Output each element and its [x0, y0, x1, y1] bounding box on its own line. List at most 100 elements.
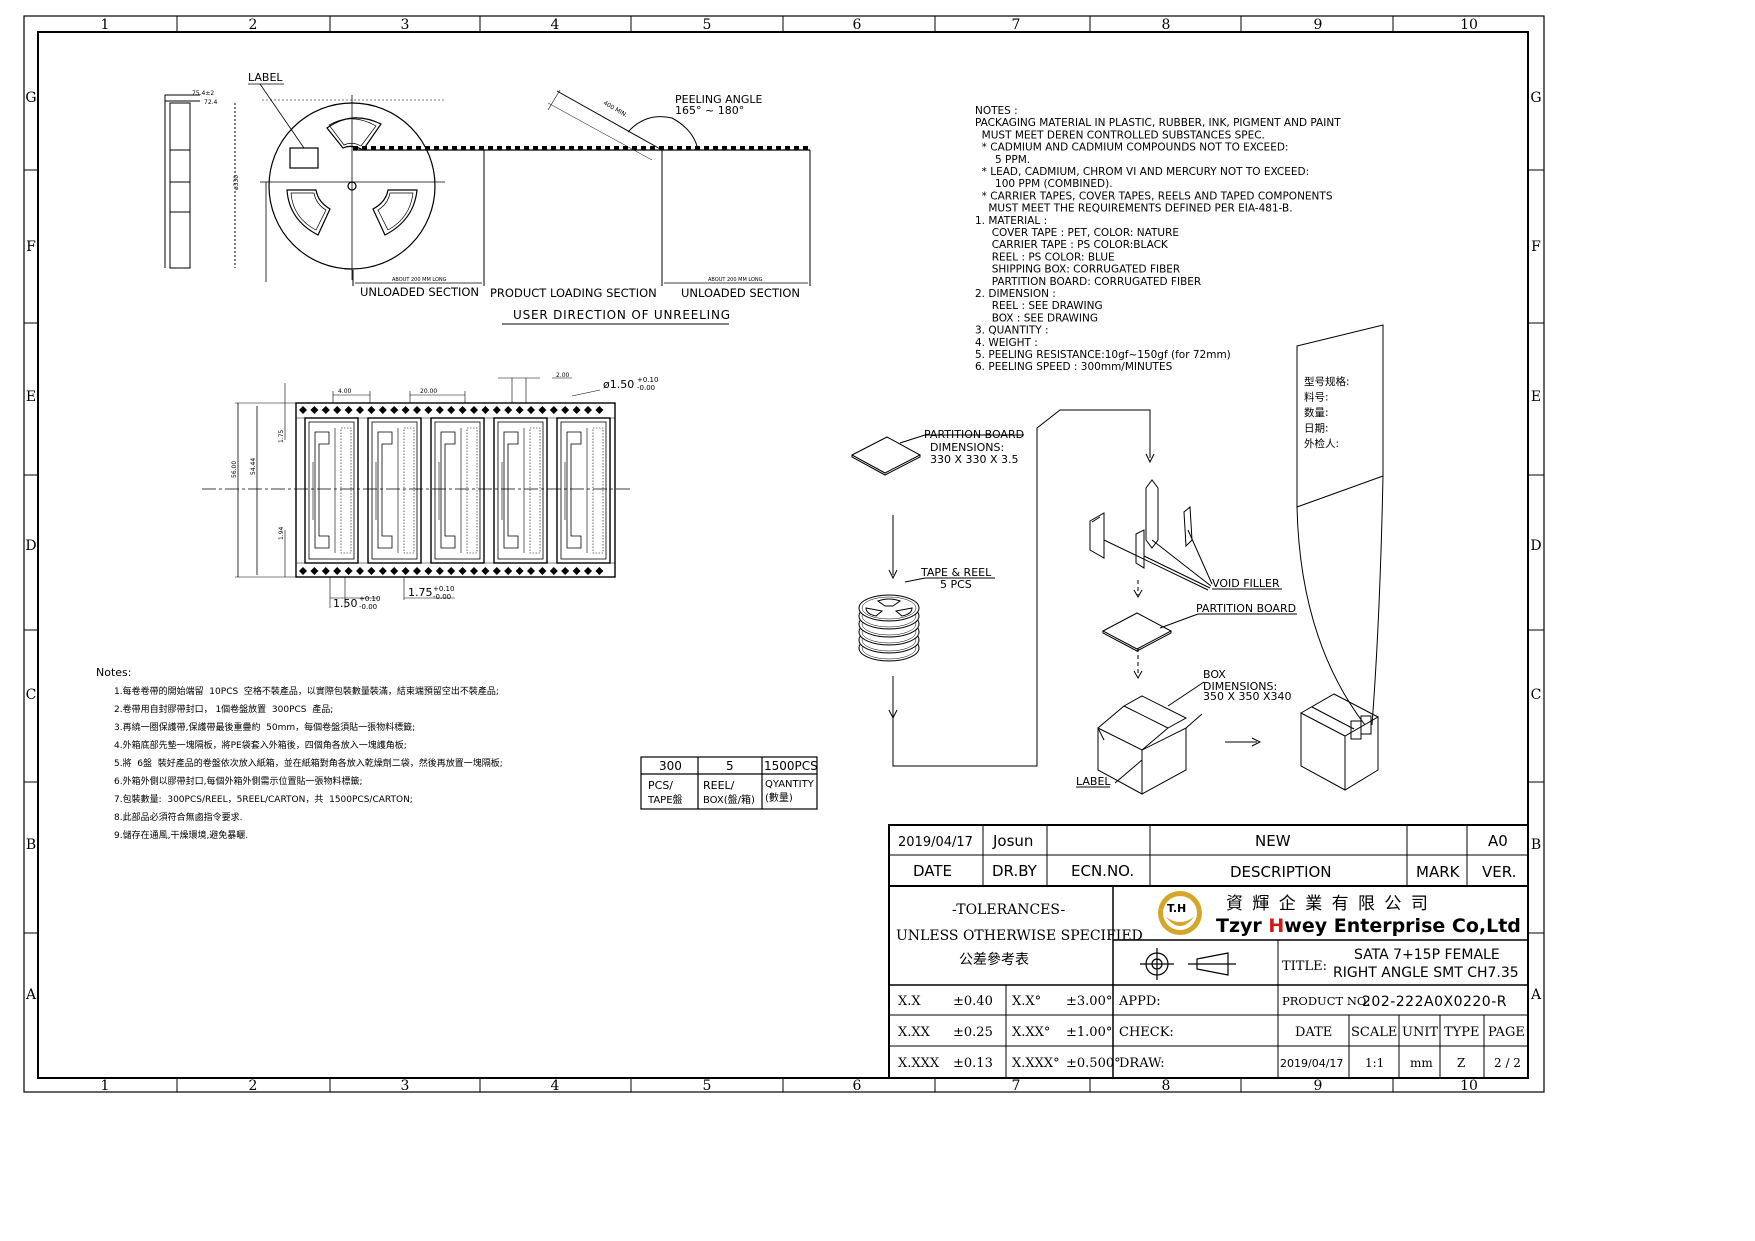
sprocket-hole	[413, 406, 421, 414]
tape-dim-2: 2.00	[556, 372, 570, 379]
box-dim: 350 X 350 X340	[1203, 690, 1292, 703]
reel-width-dim-2: 72.4	[204, 99, 218, 106]
reel-label-callout: LABEL	[248, 71, 283, 84]
sprocket-hole	[538, 567, 547, 575]
qty-h2a: REEL/	[703, 779, 735, 792]
sprocket-hole	[492, 406, 501, 414]
value-unit: mm	[1410, 1056, 1433, 1070]
footer-scale: SCALE	[1351, 1025, 1397, 1040]
sprocket-hole	[492, 567, 501, 575]
footer-type: TYPE	[1444, 1025, 1480, 1040]
hole-diameter: ø1.50	[603, 378, 634, 391]
label-card-fields: 型号规格:料号:数量:日期:外检人:	[1304, 375, 1350, 450]
grid-row-label-right: F	[1531, 239, 1541, 255]
sprocket-hole	[299, 406, 307, 414]
tape-dim-150-plus: +0.10	[359, 595, 380, 603]
draw-label: DRAW:	[1119, 1056, 1165, 1071]
notes-left-title: Notes:	[96, 666, 131, 679]
about-200-right: ABOUT 200 MM LONG	[708, 277, 763, 283]
grid-col-label-top: 1	[101, 17, 110, 33]
hole-tol-minus: -0.00	[637, 384, 655, 392]
about-200-left: ABOUT 200 MM LONG	[392, 277, 447, 283]
sprocket-hole	[344, 406, 353, 414]
sprocket-hole	[595, 406, 604, 414]
partition-board-dim-title: DIMENSIONS:	[930, 441, 1004, 454]
rev-drawn-by: Josun	[992, 832, 1033, 850]
sprocket-hole	[447, 406, 456, 414]
sprocket-hole	[401, 567, 410, 575]
sprocket-hole	[549, 567, 558, 575]
tolerance-cell: X.XX°	[1012, 1025, 1050, 1040]
grid-col-label-bottom: 6	[853, 1078, 862, 1094]
reel-width-dim-1: 75.4±2	[192, 90, 214, 97]
grid-col-label-top: 5	[703, 17, 712, 33]
tape-pitch-20: 20.00	[420, 388, 437, 395]
tolerance-cell: X.X°	[1012, 994, 1041, 1009]
notes-left-list: 1.每卷卷帶的開始端留 10PCS 空格不裝產品，以實際包裝數量裝滿，結束端預留…	[114, 685, 503, 841]
footer-unit: UNIT	[1402, 1025, 1438, 1040]
sprocket-hole	[356, 406, 364, 414]
component-pockets	[304, 417, 611, 564]
product-no-label: PRODUCT NO:	[1282, 994, 1370, 1008]
sprocket-hole	[310, 567, 319, 575]
grid-col-label-top: 8	[1162, 17, 1171, 33]
qty-h3a: QYANTITY	[765, 779, 815, 790]
sprocket-hole	[435, 406, 444, 414]
tolerance-cell: ±0.13	[953, 1056, 993, 1071]
sprocket-hole	[481, 406, 490, 414]
grid-col-label-bottom: 2	[249, 1078, 258, 1094]
grid-col-label-top: 6	[853, 17, 862, 33]
sprocket-hole	[470, 406, 478, 414]
box-title: BOX	[1203, 668, 1226, 681]
tolerances-subtitle: UNLESS OTHERWISE SPECIFIED	[896, 928, 1143, 944]
title-label: TITLE:	[1282, 959, 1327, 974]
tolerance-cell: ±3.00°	[1066, 994, 1112, 1009]
grid-col-label-bottom: 5	[703, 1078, 712, 1094]
tape-pitch-4: 4.00	[338, 388, 352, 395]
grid-row-label-right: G	[1530, 90, 1541, 106]
sprocket-hole	[515, 406, 524, 414]
sprocket-holes	[299, 406, 604, 575]
hole-tol-plus: +0.10	[637, 376, 658, 384]
quantity-table	[640, 756, 818, 810]
grid-col-label-top: 10	[1460, 17, 1478, 33]
sprocket-hole	[413, 567, 421, 575]
grid-zone-ticks	[24, 16, 1544, 1092]
reel-front-view	[260, 95, 445, 282]
qty-h3b: (數量)	[765, 791, 793, 804]
approved-label: APPD:	[1118, 994, 1161, 1009]
partition-board-title: PARTITION BOARD	[924, 428, 1024, 441]
section-unloaded-left: UNLOADED SECTION	[360, 285, 479, 299]
value-page: 2 / 2	[1494, 1056, 1521, 1070]
sprocket-hole	[447, 567, 456, 575]
sprocket-hole	[378, 567, 387, 575]
title-line-1: SATA 7+15P FEMALE	[1354, 947, 1500, 963]
grid-row-label-right: B	[1531, 837, 1541, 853]
sprocket-hole	[333, 406, 342, 414]
header-mark: MARK	[1416, 863, 1461, 881]
unreeling-direction: USER DIRECTION OF UNREELING	[513, 308, 731, 322]
qty-total: 1500PCS	[764, 759, 818, 773]
label-leader	[259, 83, 305, 149]
grid-col-label-top: 2	[249, 17, 258, 33]
sprocket-hole	[321, 567, 330, 575]
sprocket-hole	[321, 406, 330, 414]
sprocket-hole	[584, 567, 592, 575]
grid-row-label-left: E	[26, 389, 36, 405]
rev-date: 2019/04/17	[898, 835, 973, 850]
company-logo: T.H	[1158, 891, 1202, 935]
sprocket-hole	[435, 567, 444, 575]
sprocket-hole	[333, 567, 342, 575]
pocket	[430, 417, 485, 564]
header-drawn-by: DR.BY	[992, 862, 1038, 880]
sprocket-hole	[515, 567, 524, 575]
sprocket-hole	[549, 406, 558, 414]
sprocket-hole	[572, 567, 581, 575]
grid-col-label-top: 3	[401, 17, 410, 33]
pocket	[367, 417, 422, 564]
tolerance-cell: ±0.25	[953, 1025, 993, 1040]
peeling-angle-value: 165° ~ 180°	[675, 104, 744, 117]
projection-symbol-icon	[1140, 948, 1236, 980]
